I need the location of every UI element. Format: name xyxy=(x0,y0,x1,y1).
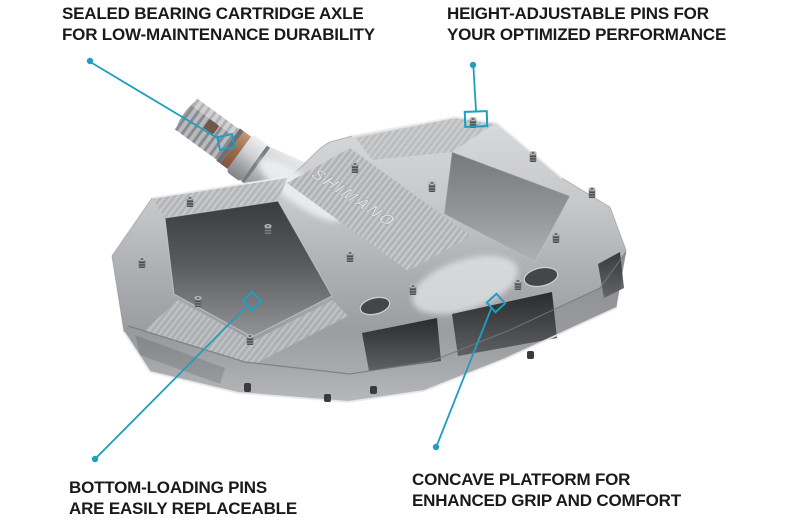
bottom-pin xyxy=(324,394,331,402)
axle-recess xyxy=(204,119,219,135)
leader-dot-height-pins xyxy=(469,61,477,69)
grip-pin xyxy=(588,187,596,198)
grip-pin xyxy=(529,151,537,162)
platform-rim-crease xyxy=(127,251,627,375)
bottom-pins xyxy=(244,351,534,402)
callout-line-1: BOTTOM-LOADING PINS xyxy=(69,478,267,497)
axle-seal-ring xyxy=(220,131,252,169)
bottom-pin xyxy=(527,351,534,359)
grip-pin xyxy=(246,334,254,345)
marker-pin-square xyxy=(463,110,489,128)
annotation-leaders xyxy=(86,57,507,463)
callout-line-2: ENHANCED GRIP AND COMFORT xyxy=(412,491,681,510)
grip-pin xyxy=(409,284,417,295)
callout-line-2: FOR LOW-MAINTENANCE DURABILITY xyxy=(62,25,375,44)
leader-line-concave xyxy=(436,308,492,446)
callout-line-1: SEALED BEARING CARTRIDGE AXLE xyxy=(62,4,364,23)
grip-pin xyxy=(552,232,560,243)
axle-groove xyxy=(216,128,244,164)
callout-line-2: YOUR OPTIMIZED PERFORMANCE xyxy=(447,25,727,44)
leader-line-bottom-pins xyxy=(96,306,247,458)
axle-collar xyxy=(227,135,266,181)
grip-pin xyxy=(346,251,354,262)
grip-pin xyxy=(514,279,522,290)
grip-pin xyxy=(351,162,359,173)
callout-bottom-loading-pins: BOTTOM-LOADING PINS ARE EASILY REPLACEAB… xyxy=(69,477,297,519)
front-face-shadow-left xyxy=(135,335,225,384)
grip-pin xyxy=(194,296,202,307)
front-face xyxy=(124,252,626,402)
ribbed-rim-top xyxy=(356,118,494,160)
bottom-pin xyxy=(244,383,251,392)
deck-hole-left xyxy=(359,296,391,316)
platform-cutout-left xyxy=(164,200,333,338)
axle-threads-highlight xyxy=(191,98,240,137)
callout-line-1: HEIGHT-ADJUSTABLE PINS FOR xyxy=(447,4,709,23)
leader-dot-concave xyxy=(432,443,440,451)
marker-axle-square xyxy=(216,132,236,152)
callout-line-2: ARE EASILY REPLACEABLE xyxy=(69,499,297,518)
ribbed-rim-left xyxy=(152,177,288,218)
grip-pin xyxy=(264,224,272,235)
grip-pin xyxy=(186,196,194,207)
grip-pin xyxy=(428,181,436,192)
deck-hole-right xyxy=(523,266,559,288)
bottom-pin xyxy=(370,386,377,394)
grip-pin xyxy=(138,257,146,268)
platform-cutout-right xyxy=(443,151,571,263)
leader-dot-bottom-pins xyxy=(91,455,99,463)
leader-line-height-pins xyxy=(472,67,477,112)
leader-line-sealed-bearing xyxy=(91,62,220,140)
callout-height-adjustable-pins: HEIGHT-ADJUSTABLE PINS FOR YOUR OPTIMIZE… xyxy=(447,3,726,45)
front-window-left xyxy=(362,318,441,371)
center-spine-ribbed xyxy=(287,148,471,271)
marker-concave-diamond xyxy=(485,292,507,314)
callout-line-1: CONCAVE PLATFORM FOR xyxy=(412,470,631,489)
axle-groove-2 xyxy=(241,145,271,184)
callout-sealed-bearing: SEALED BEARING CARTRIDGE AXLE FOR LOW-MA… xyxy=(62,3,375,45)
bottom-lip-highlight xyxy=(123,307,617,404)
marker-bottom-pin-diamond xyxy=(241,290,263,312)
left-edge-highlight xyxy=(151,176,289,199)
callout-concave-platform: CONCAVE PLATFORM FOR ENHANCED GRIP AND C… xyxy=(412,469,681,511)
